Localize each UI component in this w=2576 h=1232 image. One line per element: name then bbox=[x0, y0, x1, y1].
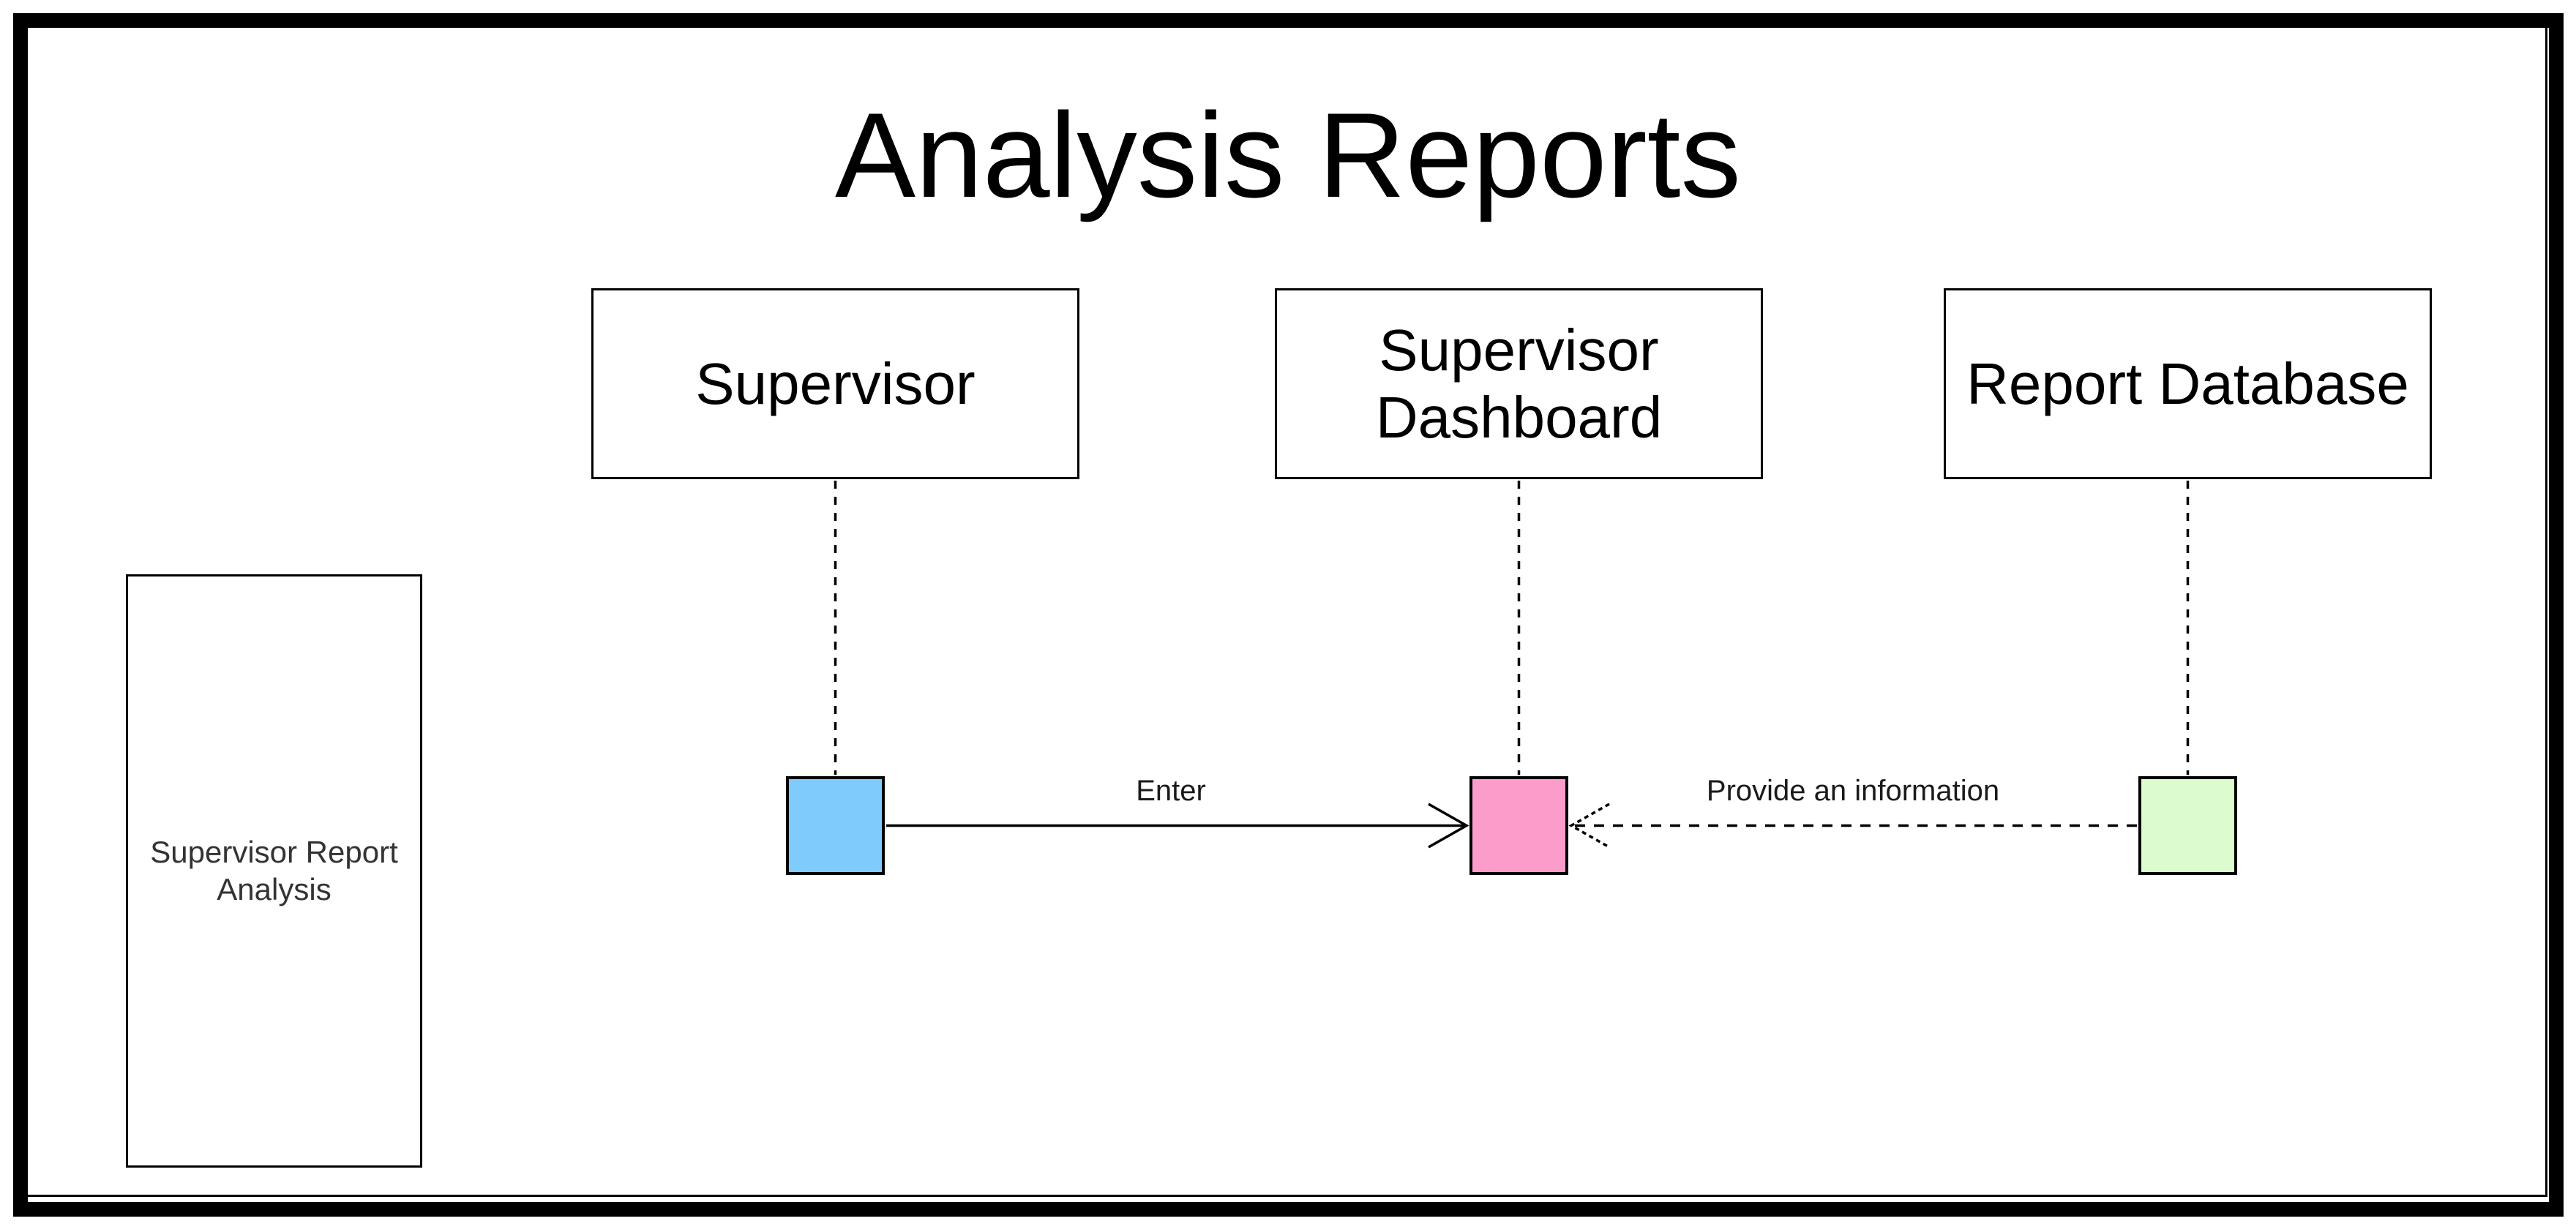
message-label-enter: Enter bbox=[1136, 775, 1206, 807]
arrowhead-provide-information bbox=[1568, 803, 1610, 849]
actor-label-supervisor-dashboard: Supervisor Dashboard bbox=[1375, 317, 1663, 450]
activation-square-supervisor-dashboard bbox=[1469, 776, 1568, 875]
diagram-title: Analysis Reports bbox=[835, 88, 1741, 222]
arrowhead-enter bbox=[1428, 803, 1469, 849]
message-label-provide-information: Provide an information bbox=[1706, 775, 2000, 807]
note-label: Supervisor Report Analysis bbox=[150, 835, 398, 906]
actor-box-report-database: Report Database bbox=[1944, 288, 2432, 479]
activation-square-report-database bbox=[2138, 776, 2237, 875]
actor-label-supervisor: Supervisor bbox=[695, 350, 976, 416]
note-box-supervisor-report-analysis: Supervisor Report Analysis bbox=[126, 574, 422, 1168]
activation-square-supervisor bbox=[786, 776, 885, 875]
actor-box-supervisor-dashboard: Supervisor Dashboard bbox=[1275, 288, 1763, 479]
actor-box-supervisor: Supervisor bbox=[591, 288, 1079, 479]
frame-outer-border bbox=[13, 13, 2564, 1217]
actor-label-report-database: Report Database bbox=[1966, 350, 2409, 416]
